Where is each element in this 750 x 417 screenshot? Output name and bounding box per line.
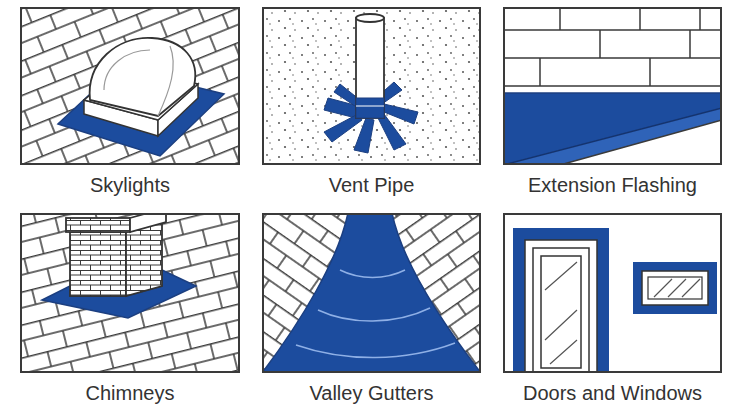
illustration-panel: Extension Flashing (503, 7, 722, 165)
panel-caption: Skylights (90, 173, 170, 197)
vent-pipe-illustration-part (356, 14, 384, 22)
vent-pipe-illustration-part (356, 106, 384, 107)
panel-caption: Valley Gutters (309, 381, 433, 405)
extension-flashing-illustration-part (503, 108, 722, 165)
illustration-panel: Skylights (20, 7, 240, 165)
door-window-illustration-part (541, 256, 581, 368)
skylight-illustration-part (158, 46, 173, 116)
extension-flashing-illustration-part (503, 92, 722, 94)
chimney-illustration-part (126, 222, 162, 296)
skylight-illustration-part (20, 7, 240, 165)
valley-gutter-illustration (262, 213, 481, 373)
skylight-illustration-part (90, 38, 196, 116)
vent-pipe-illustration-part (356, 98, 384, 118)
vent-pipe-illustration-part-part (384, 104, 418, 124)
illustration-panel: Chimneys (20, 213, 240, 373)
extension-flashing-illustration-part (503, 7, 722, 86)
illustration-panel: Vent Pipe (262, 7, 481, 165)
vent-pipe-illustration-part (356, 18, 384, 118)
skylight-illustration (20, 7, 240, 165)
skylight-illustration-part (104, 50, 150, 90)
chimney-illustration-part (70, 232, 126, 296)
valley-gutter-illustration-part (262, 213, 481, 373)
door-window-illustration-part (642, 271, 708, 305)
extension-flashing-illustration-part (503, 93, 722, 165)
door-window-illustration (503, 213, 722, 373)
valley-gutter-illustration-part (296, 270, 455, 358)
door-window-illustration-part (654, 279, 700, 297)
extension-flashing-illustration-part (503, 7, 722, 165)
panel-caption: Extension Flashing (528, 173, 697, 197)
vent-pipe-illustration-part-part (354, 118, 374, 153)
door-window-illustration-part (648, 277, 702, 299)
illustration-panel: Valley Gutters (262, 213, 481, 373)
illustration-panel: Doors and Windows (503, 213, 722, 373)
chimney-illustration-part (130, 213, 166, 232)
chimney-illustration-part (66, 218, 130, 232)
vent-pipe-illustration (262, 7, 481, 165)
vent-pipe-illustration-part (262, 7, 481, 165)
extension-flashing-illustration (503, 7, 722, 165)
door-window-illustration-part (545, 262, 577, 364)
door-window-illustration-part (525, 240, 597, 373)
panel-caption: Doors and Windows (523, 381, 702, 405)
door-window-illustration-part (533, 248, 589, 373)
door-window-illustration-part (633, 262, 717, 314)
extension-flashing-illustration-part (560, 120, 722, 165)
panel-caption: Chimneys (86, 381, 175, 405)
chimney-illustration (20, 213, 240, 373)
panel-caption: Vent Pipe (329, 173, 415, 197)
chimney-illustration-part (20, 213, 240, 373)
extension-flashing-illustration-part (503, 108, 722, 165)
